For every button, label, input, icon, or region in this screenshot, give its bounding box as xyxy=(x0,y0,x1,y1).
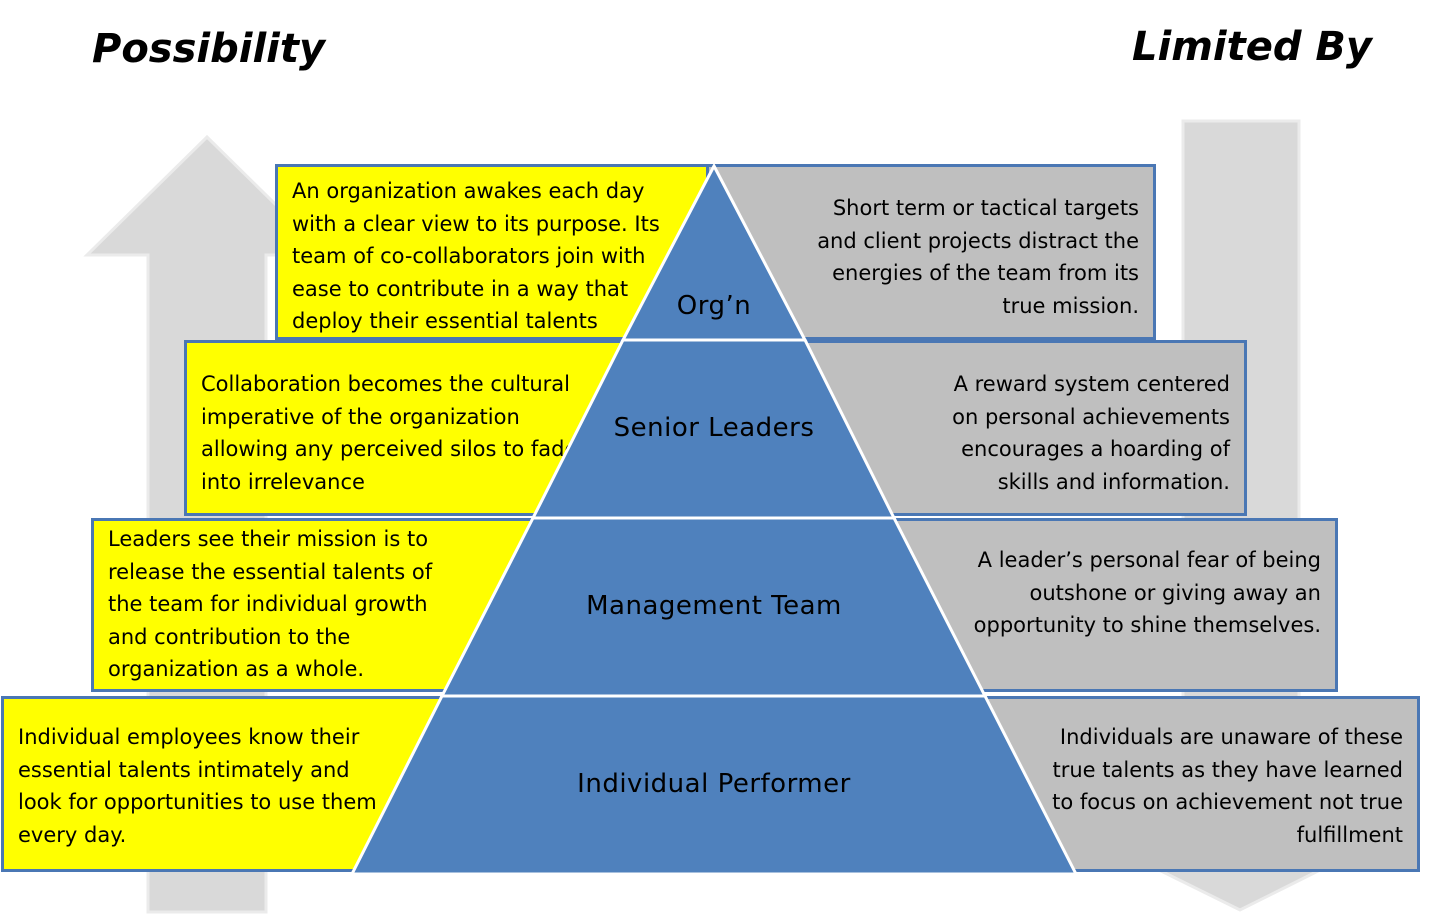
possibility-text-individual-performer: Individual employees know their essentia… xyxy=(18,725,377,847)
limited-text-individual-performer: Individuals are unaware of these true ta… xyxy=(1052,725,1403,847)
limited-text-orgn: Short term or tactical targets and clien… xyxy=(817,196,1139,318)
level-label-orgn: Org’n xyxy=(676,291,752,321)
limited-text-management-team: A leader’s personal fear of being outsho… xyxy=(973,548,1321,637)
possibility-text-orgn: An organization awakes each day with a c… xyxy=(292,179,660,333)
possibility-text-management-team: Leaders see their mission is to release … xyxy=(108,527,433,681)
level-label-senior-leaders: Senior Leaders xyxy=(613,413,815,443)
level-label-individual-performer: Individual Performer xyxy=(577,769,851,799)
possibility-heading: Possibility xyxy=(92,26,326,72)
pyramid-level-individual-performer xyxy=(349,694,1079,876)
level-label-management-team: Management Team xyxy=(586,591,842,621)
limited-text-senior-leaders: A reward system centered on personal ach… xyxy=(952,372,1230,494)
limited-box-management-team: A leader’s personal fear of being outsho… xyxy=(888,518,1338,692)
possibility-box-management-team: Leaders see their mission is to release … xyxy=(91,518,541,692)
limited-by-heading: Limited By xyxy=(1132,24,1372,70)
limited-box-individual-performer: Individuals are unaware of these true ta… xyxy=(970,696,1420,872)
possibility-box-individual-performer: Individual employees know their essentia… xyxy=(1,696,451,872)
possibility-text-senior-leaders: Collaboration becomes the cultural imper… xyxy=(201,372,578,494)
